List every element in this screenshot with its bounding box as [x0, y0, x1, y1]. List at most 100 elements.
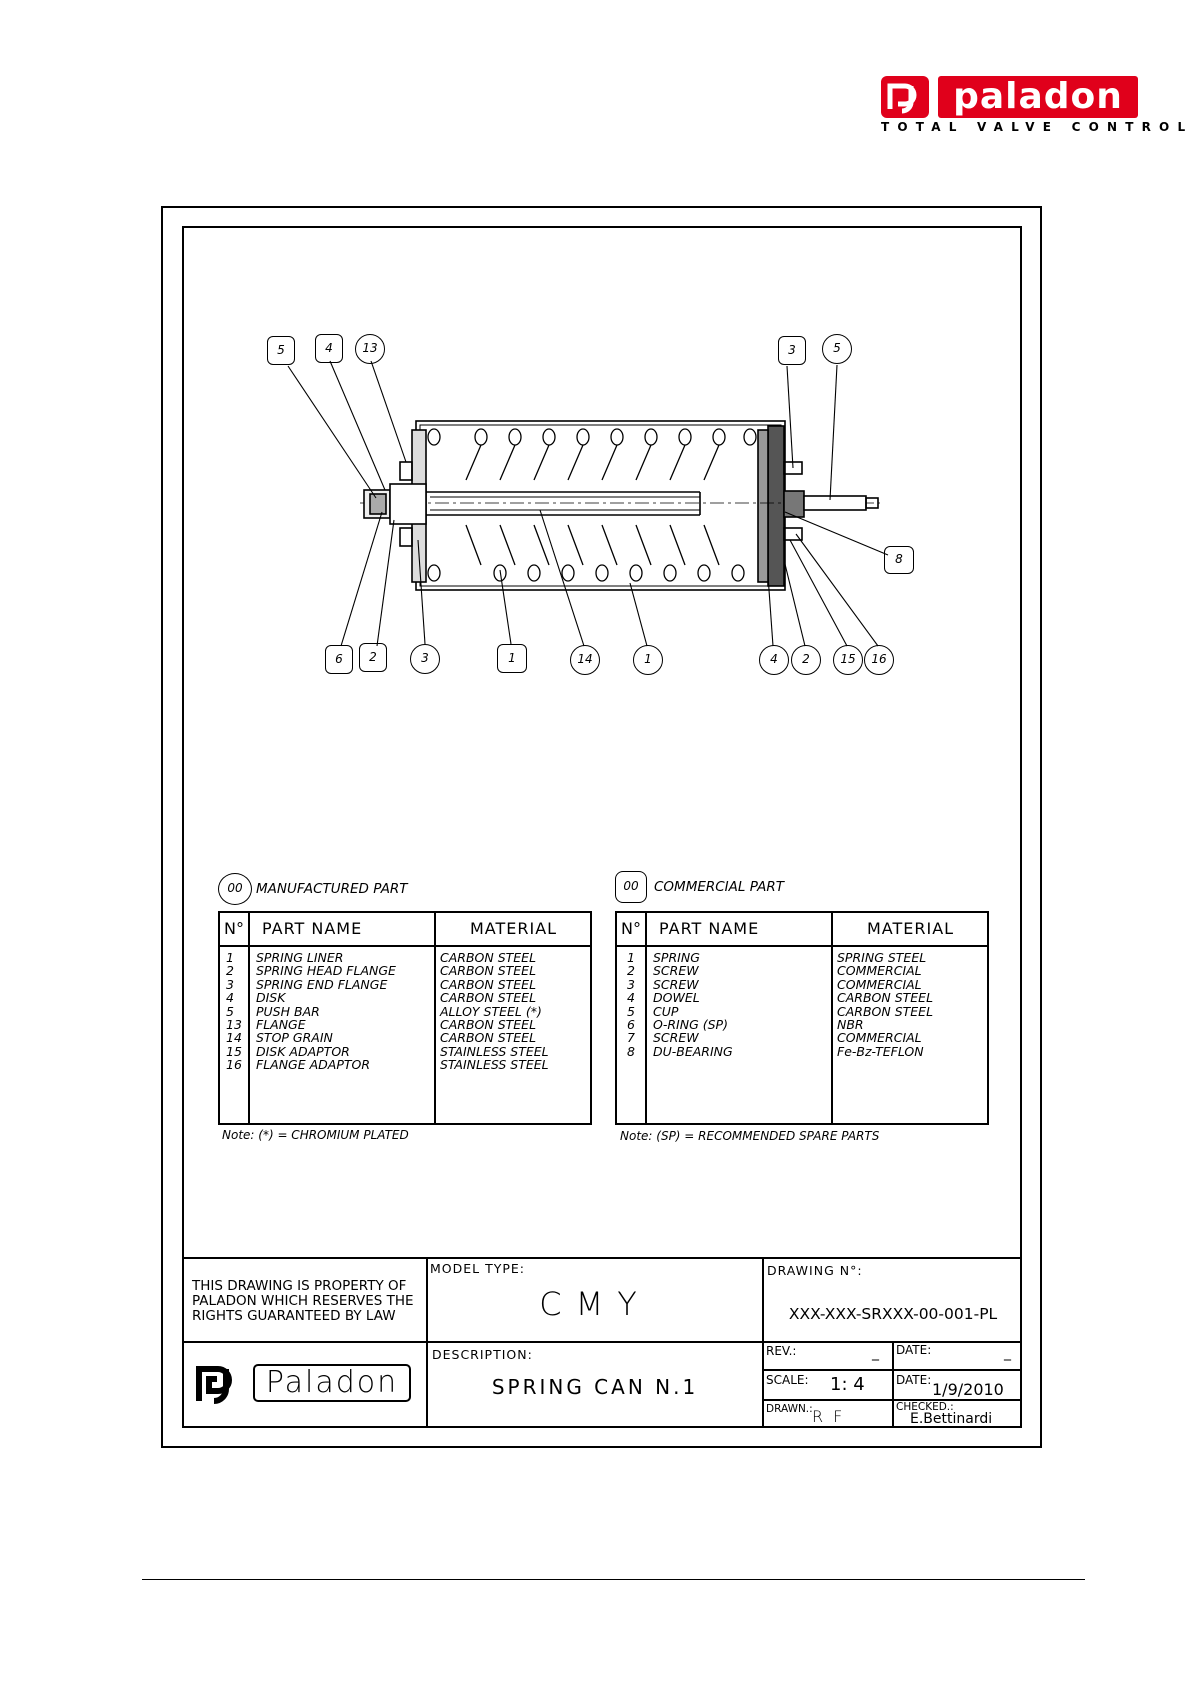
- table-row: 3: [627, 976, 635, 992]
- table-row: ALLOY STEEL (*): [440, 1003, 542, 1019]
- table-row: CARBON STEEL: [837, 990, 934, 1006]
- table-row: DISK: [256, 990, 286, 1006]
- table-row: PUSH BAR: [256, 1003, 320, 1019]
- table-row: CUP: [653, 1003, 679, 1019]
- table-row: 15: [226, 1043, 242, 1059]
- table-row: CARBON STEEL: [440, 950, 537, 965]
- balloon-manufactured: 5: [267, 336, 295, 365]
- table-row: SPRING: [653, 950, 700, 965]
- drawing-number-value: XXX-XXX-SRXXX-00-001-PL: [788, 1305, 998, 1323]
- table-row: SCREW: [653, 1030, 699, 1046]
- brand-tagline: TOTAL VALVE CONTROL: [881, 120, 1190, 134]
- column-header-part-name: PART NAME: [659, 919, 760, 938]
- balloon-commercial: 14: [570, 645, 600, 675]
- footer-divider: [142, 1579, 1085, 1580]
- table-row: NBR: [837, 1017, 864, 1033]
- brand-name: paladon: [938, 76, 1138, 118]
- column-header-no: N°: [224, 919, 244, 938]
- commercial-material-list: SPRING STEEL COMMERCIAL COMMERCIAL CARBO…: [837, 950, 987, 1059]
- table-row: 2: [226, 963, 234, 979]
- table-row: FLANGE: [256, 1017, 306, 1033]
- manufactured-legend-symbol: 00: [218, 873, 252, 905]
- paladon-logo-mark: [881, 76, 929, 118]
- date-label: DATE:: [896, 1343, 932, 1357]
- balloon-manufactured: 13: [355, 334, 385, 364]
- balloon-commercial: 15: [833, 645, 863, 675]
- table-row: CARBON STEEL: [440, 1017, 537, 1033]
- balloon-manufactured: 3: [778, 336, 806, 365]
- paladon-mark-icon: [887, 83, 917, 114]
- manufactured-note: Note: (*) = CHROMIUM PLATED: [222, 1128, 409, 1142]
- scale-label: SCALE:: [766, 1373, 809, 1387]
- manufactured-name-list: SPRING LINER SPRING HEAD FLANGE SPRING E…: [256, 951, 432, 1072]
- table-row: 8: [627, 1043, 635, 1059]
- manufactured-material-list: CARBON STEEL CARBON STEEL CARBON STEEL C…: [440, 951, 590, 1072]
- manufactured-no-list: 1 2 3 4 5 13 14 15 16: [226, 951, 246, 1072]
- revision-label: REV.:: [766, 1344, 797, 1358]
- table-row: COMMERCIAL: [837, 963, 922, 979]
- commercial-no-list: 1 2 3 4 5 6 7 8: [627, 950, 643, 1059]
- table-row: DISK ADAPTOR: [256, 1043, 350, 1059]
- drawing-number-label: DRAWING N°:: [767, 1263, 863, 1278]
- column-header-material: MATERIAL: [867, 919, 955, 938]
- balloon-commercial: 2: [791, 645, 821, 675]
- company-name: Paladon: [253, 1364, 411, 1402]
- column-header-part-name: PART NAME: [262, 919, 363, 938]
- table-row: 1: [627, 950, 635, 965]
- drawn-value: RF: [812, 1407, 853, 1426]
- table-row: Fe-Bz-TEFLON: [837, 1043, 924, 1059]
- table-row: SPRING STEEL: [837, 950, 927, 965]
- model-type-label: MODEL TYPE:: [430, 1261, 526, 1276]
- table-row: SCREW: [653, 963, 699, 979]
- revision-value: _: [872, 1345, 879, 1361]
- checked-label: CHECKED.:: [896, 1401, 954, 1413]
- table-row: STAINLESS STEEL: [440, 1043, 549, 1059]
- table-row: SPRING LINER: [256, 950, 344, 965]
- table-row: STOP GRAIN: [256, 1030, 333, 1046]
- table-row: SCREW: [653, 976, 699, 992]
- table-row: STAINLESS STEEL: [440, 1057, 549, 1073]
- table-row: CARBON STEEL: [440, 990, 537, 1006]
- commercial-note: Note: (SP) = RECOMMENDED SPARE PARTS: [620, 1129, 880, 1143]
- property-notice: THIS DRAWING IS PROPERTY OF PALADON WHIC…: [192, 1278, 414, 1324]
- description-value: SPRING CAN N.1: [491, 1375, 699, 1399]
- table-row: COMMERCIAL: [837, 1030, 922, 1046]
- manufactured-parts-table: N° PART NAME MATERIAL 1 2 3 4 5 13 14 15…: [218, 911, 592, 1125]
- title-block: THIS DRAWING IS PROPERTY OF PALADON WHIC…: [182, 1257, 1022, 1428]
- scale-value: 1: 4: [830, 1374, 865, 1395]
- date-value: _: [1004, 1345, 1011, 1361]
- table-row: 14: [226, 1030, 242, 1046]
- drawing-frame-outer: [161, 206, 1042, 1448]
- table-row: 13: [226, 1017, 242, 1033]
- date-value-2: 1/9/2010: [932, 1380, 1004, 1399]
- table-row: 2: [627, 963, 635, 979]
- table-row: CARBON STEEL: [440, 1030, 537, 1046]
- table-row: 3: [226, 976, 234, 992]
- balloon-commercial: 4: [759, 645, 789, 675]
- table-row: 4: [226, 990, 234, 1006]
- table-row: 5: [226, 1003, 234, 1019]
- balloon-commercial: 5: [822, 334, 852, 364]
- balloon-manufactured: 4: [315, 334, 343, 363]
- table-row: 7: [627, 1030, 635, 1046]
- table-row: COMMERCIAL: [837, 976, 922, 992]
- table-row: CARBON STEEL: [837, 1003, 934, 1019]
- balloon-commercial: 3: [410, 644, 440, 674]
- table-row: 1: [226, 950, 234, 965]
- model-type-value: CMY: [539, 1285, 651, 1323]
- balloon-manufactured: 6: [325, 645, 353, 674]
- table-row: 4: [627, 990, 635, 1006]
- table-row: FLANGE ADAPTOR: [256, 1057, 371, 1073]
- table-row: CARBON STEEL: [440, 963, 537, 979]
- table-row: 5: [627, 1003, 635, 1019]
- balloon-manufactured: 1: [497, 644, 527, 673]
- balloon-commercial: 16: [864, 645, 894, 675]
- table-row: CARBON STEEL: [440, 976, 537, 992]
- checked-value: E.Bettinardi: [910, 1411, 993, 1427]
- paladon-mark-icon: [192, 1363, 240, 1405]
- column-header-no: N°: [621, 919, 641, 938]
- table-row: O-RING (SP): [653, 1017, 728, 1033]
- commercial-name-list: SPRING SCREW SCREW DOWEL CUP O-RING (SP)…: [653, 950, 829, 1059]
- balloon-manufactured: 8: [884, 546, 914, 574]
- commercial-legend-label: COMMERCIAL PART: [654, 879, 785, 895]
